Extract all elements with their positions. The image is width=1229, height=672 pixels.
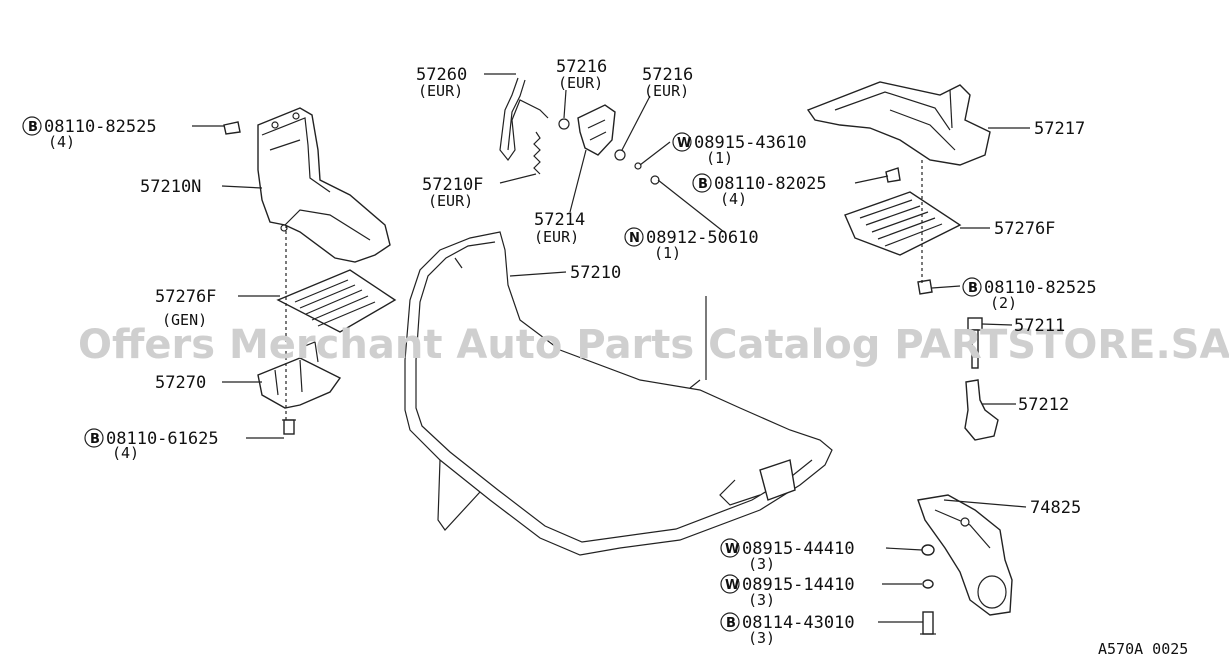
callout-57210: 57210	[570, 263, 621, 283]
region-note: (EUR)	[418, 82, 463, 100]
svg-text:B: B	[698, 177, 708, 192]
stay-57212	[964, 379, 999, 441]
part-number: 08110-82025	[714, 174, 827, 194]
spring-57210f	[533, 131, 541, 175]
callout-57214: 57214 (EUR)	[534, 210, 585, 246]
svg-text:W: W	[677, 136, 691, 151]
part-number: 08110-82525	[44, 117, 157, 137]
bolt-43010	[920, 611, 936, 635]
part-number: 57210	[570, 263, 621, 283]
part-number: 57217	[1034, 119, 1085, 139]
callout-08110-82025: B 08110-82025 (4)	[692, 173, 827, 208]
latch-57214	[558, 104, 660, 185]
bracket-57270	[257, 341, 342, 409]
part-number: 08915-44410	[742, 539, 855, 559]
part-number: 08110-82525	[984, 278, 1097, 298]
callout-57270: 57270	[155, 373, 206, 393]
svg-text:W: W	[725, 542, 739, 557]
quantity: (3)	[748, 555, 775, 573]
washer-14410	[922, 579, 934, 589]
mat-57276f	[844, 191, 962, 256]
region-note: (GEN)	[162, 311, 207, 329]
svg-text:B: B	[726, 616, 736, 631]
bolt-right-mid	[885, 167, 901, 183]
part-number: 57210N	[140, 177, 201, 197]
svg-text:B: B	[90, 432, 100, 447]
part-number: 74825	[1030, 498, 1081, 518]
quantity: (4)	[720, 190, 747, 208]
part-number: 57212	[1018, 395, 1069, 415]
callout-57212: 57212	[1018, 395, 1069, 415]
quantity: (2)	[990, 294, 1017, 312]
part-number: 57211	[1014, 316, 1065, 336]
callout-57210f: 57210F (EUR)	[422, 175, 483, 210]
region-note: (EUR)	[534, 228, 579, 246]
mat-57276f-gen	[276, 269, 397, 333]
hook-74825	[917, 494, 1013, 616]
svg-text:B: B	[28, 120, 38, 135]
bolt-left-bottom	[282, 419, 296, 435]
washer-44410	[921, 544, 935, 556]
part-number: 08915-43610	[694, 133, 807, 153]
quantity: (4)	[48, 133, 75, 151]
pin-57211	[967, 317, 983, 369]
callout-57260: 57260 (EUR)	[416, 65, 467, 100]
region-note: (EUR)	[644, 82, 689, 100]
part-number: 57216	[556, 57, 607, 77]
quantity: (3)	[748, 591, 775, 609]
leader-lines	[192, 73, 1030, 623]
region-note: (EUR)	[558, 74, 603, 92]
bolt-left-top	[223, 121, 241, 135]
callout-57210n: 57210N	[140, 177, 201, 197]
part-number: 57260	[416, 65, 467, 85]
bolt-right-lower	[917, 279, 933, 295]
part-number: 57210F	[422, 175, 483, 195]
quantity: (3)	[748, 629, 775, 647]
part-number: 57276F	[155, 287, 216, 307]
callout-57216-a: 57216 (EUR)	[556, 57, 607, 92]
callout-57276f-gen: 57276F (GEN)	[155, 287, 216, 329]
callout-08110-82525-left: B 08110-82525 (4)	[22, 116, 157, 151]
part-number: 08110-61625	[106, 429, 219, 449]
callout-57276f: 57276F	[994, 219, 1055, 239]
callout-08915-44410: W 08915-44410 (3)	[720, 538, 855, 573]
callout-57211: 57211	[1014, 316, 1065, 336]
callout-57217: 57217	[1034, 119, 1085, 139]
callout-08915-43610: W 08915-43610 (1)	[672, 132, 807, 167]
quantity: (1)	[706, 149, 733, 167]
part-number: 08114-43010	[742, 613, 855, 633]
quantity: (4)	[112, 444, 139, 462]
svg-text:N: N	[629, 231, 640, 246]
part-number: 57270	[155, 373, 206, 393]
part-number: 08912-50610	[646, 228, 759, 248]
svg-text:W: W	[725, 578, 739, 593]
callout-08912-50610: N 08912-50610 (1)	[624, 227, 759, 262]
svg-text:B: B	[968, 281, 978, 296]
callout-08110-82525-right: B 08110-82525 (2)	[962, 277, 1097, 312]
quantity: (1)	[654, 244, 681, 262]
part-number: 57216	[642, 65, 693, 85]
diagram-code: A570A 0025	[1098, 640, 1188, 658]
callout-74825: 74825	[1030, 498, 1081, 518]
hook-57260	[499, 77, 549, 162]
callout-08114-43010: B 08114-43010 (3)	[720, 612, 855, 647]
part-number: 08915-14410	[742, 575, 855, 595]
part-number: 57276F	[994, 219, 1055, 239]
support-rod-57210	[404, 231, 833, 556]
watermark: Offers Merchant Auto Parts Catalog PARTS…	[78, 322, 1229, 368]
region-note: (EUR)	[428, 192, 473, 210]
callout-57216-b: 57216 (EUR)	[642, 65, 693, 100]
part-number: 57214	[534, 210, 585, 230]
bracket-57217	[806, 81, 991, 166]
bracket-57210n	[257, 107, 391, 263]
callout-08915-14410: W 08915-14410 (3)	[720, 574, 855, 609]
callout-08110-61625: B 08110-61625 (4)	[84, 428, 219, 462]
